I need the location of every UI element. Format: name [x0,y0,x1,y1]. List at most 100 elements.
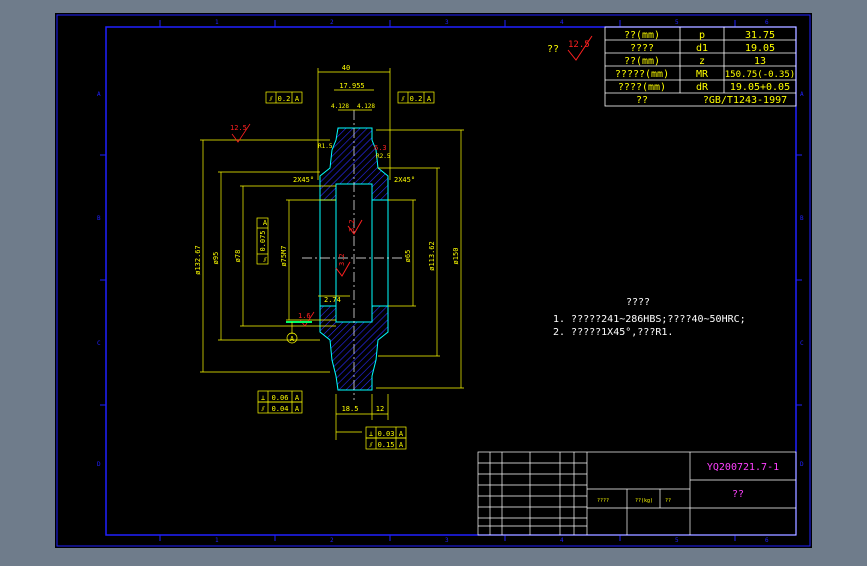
tol-b3-value: 0.03 [378,430,395,438]
roughness-4: 1.6 [298,312,311,320]
dimension-lines [200,68,464,440]
tol-b3-datum: A [399,430,404,438]
table-row5-value: 19.05+0.05 [730,82,790,93]
datum-a-label: A [290,335,295,343]
dim-chamfer-left: 2X45° [293,176,314,184]
datum-a-marker: A [286,321,312,344]
roughness-1: 6.3 [374,144,387,152]
dim-r2: R2.5 [376,153,391,160]
table-row1-value: 31.75 [745,30,775,41]
centerline [302,110,404,400]
other-roughness: ?? 12.5 [547,35,593,61]
dim-2-74: 2.74 [324,296,341,304]
tol-b4-symbol: ⫽ [368,441,373,449]
zone-letter-c: C [97,340,101,347]
tol-tr-symbol: ⫽ [400,95,405,103]
dim-12: 12 [376,405,384,413]
table-row6-name: ?? [636,95,648,106]
dim-4-128-left: 4.128 [331,103,349,110]
title-cell-b: ??(kg) [635,498,653,504]
zone-letter-d-right: D [800,461,804,468]
tol-tr-datum: A [427,95,432,103]
table-row2-name: ???? [630,43,654,54]
table-row4-value: 150.75(-0.35) [725,70,795,80]
table-row3-value: 13 [754,56,766,67]
zone-number-5-bottom: 5 [675,537,679,544]
other-roughness-label: ?? [547,44,559,55]
sheet-background [55,13,812,548]
zone-number-3: 3 [445,19,449,26]
dim-chamfer-right: 2X45° [394,176,415,184]
tol-b4-datum: A [399,441,404,449]
notes-line-1: 1. ?????241~286HBS;????40~50HRC; [553,314,746,325]
tol-b4-value: 0.15 [378,441,395,449]
zone-number-2: 2 [330,19,334,26]
dim-d95: ø95 [212,252,220,265]
part-name: ?? [732,489,744,500]
zone-ticks [100,20,802,541]
table-row5-symbol: dR [696,82,709,93]
roughness-3: 3.2 [338,253,346,266]
dim-d113: ø113.62 [428,241,436,271]
roughness-top: 12.5 [230,124,247,132]
tol-tr-value: 0.2 [410,95,423,103]
table-row5-name: ????(mm) [618,82,666,93]
dim-width-40: 40 [342,64,350,72]
zone-letter-a: A [97,91,101,98]
zone-letter-d: D [97,461,101,468]
dim-d132: ø132.67 [194,245,202,275]
tol-tl-datum: A [295,95,300,103]
zone-letter-a-right: A [800,91,804,98]
technical-notes: ???? 1. ?????241~286HBS;????40~50HRC; 2.… [553,297,746,338]
notes-title: ???? [626,297,650,308]
roughness-check-symbol [567,35,593,61]
zone-letter-c-right: C [800,340,804,347]
tol-b1-symbol: ⊥ [261,394,265,402]
tol-b2-value: 0.04 [272,405,289,413]
tol-b2-symbol: ⫽ [260,405,265,413]
tol-b3-symbol: ⊥ [369,430,373,438]
zone-letter-b-right: B [800,215,804,222]
table-row2-value: 19.05 [745,43,775,54]
table-row4-name: ?????(mm) [615,69,669,80]
table-row3-name: ??(mm) [624,56,660,67]
zone-number-3-bottom: 3 [445,537,449,544]
zone-letter-b: B [97,215,101,222]
table-row1-symbol: p [699,30,705,41]
tol-bore-symbol: ⫽ [262,256,267,264]
zone-number-1-bottom: 1 [215,537,219,544]
title-cell-a: ???? [597,498,609,504]
tol-b1-datum: A [295,394,300,402]
table-row4-symbol: MR [696,69,709,80]
zone-number-6: 6 [765,19,769,26]
zone-number-5: 5 [675,19,679,26]
table-row6-value: ?GB/T1243-1997 [703,95,787,106]
part-drawing: 40 17.955 4.128 4.128 ø132.67 ø95 ø78 ø7… [194,64,464,440]
notes-line-2: 2. ?????1X45°,???R1. [553,327,673,338]
zone-number-6-bottom: 6 [765,537,769,544]
zone-number-1: 1 [215,19,219,26]
outer-border [56,14,811,547]
zone-number-4: 4 [560,19,564,26]
dim-d150: ø150 [452,248,460,265]
roughness-2: 3.2 [348,219,356,232]
dim-18-5: 18.5 [342,405,359,413]
table-row1-name: ??(mm) [624,30,660,41]
tol-bore-value: 0.075 [259,230,267,251]
zone-number-2-bottom: 2 [330,537,334,544]
dim-4-128-right: 4.128 [357,103,375,110]
dim-d75: ø75M7 [280,245,288,266]
zone-letters: A B C D A B C D 1 2 3 4 5 6 1 2 3 4 5 6 [97,19,804,544]
title-cell-c: ?? [665,498,671,504]
title-block: YQ200721.7-1 ?? ???? ??(kg) ?? [477,451,797,536]
table-row3-symbol: z [699,56,705,67]
inner-border [105,26,797,536]
tol-tl-symbol: ⫽ [268,95,273,103]
dim-r1: R1.5 [318,143,333,150]
other-roughness-value: 12.5 [568,40,590,50]
dim-17-955: 17.955 [339,82,364,90]
zone-number-4-bottom: 4 [560,537,564,544]
dim-d78: ø78 [234,250,242,263]
